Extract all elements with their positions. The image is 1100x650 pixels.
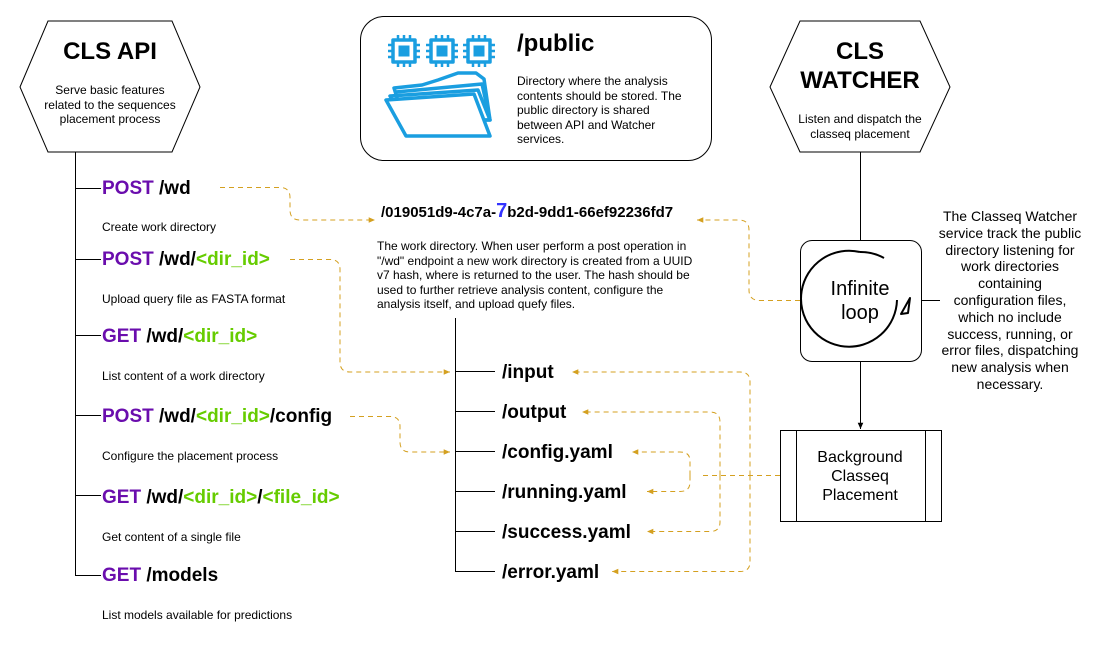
endpoint-path: /wd	[159, 178, 191, 199]
endpoint-description: Create work directory	[102, 220, 217, 234]
endpoint-path: /wd/	[159, 249, 196, 270]
watcher-title: CLS WATCHER	[790, 37, 930, 95]
background-process-box	[780, 430, 942, 522]
workdir-tree-lines	[455, 318, 495, 572]
watcher-description: Listen and dispatch the classeq placemen…	[798, 112, 922, 141]
background-process-label: Background Classeq Placement	[817, 449, 903, 504]
endpoint-path-param: <dir_id>	[195, 406, 270, 427]
endpoint-path-param: <dir_id>	[183, 487, 258, 508]
dashed-arrows	[220, 187, 800, 575]
workdir-file: /config.yaml	[502, 442, 613, 463]
watcher-title-line1: CLS	[836, 38, 884, 65]
endpoint-path: /	[257, 487, 263, 508]
endpoint-path: /wd/	[159, 406, 196, 427]
workdir-uuid: /019051d9-4c7a-7b2d-9dd1-66ef92236fd7	[381, 200, 673, 223]
api-description: Serve basic features related to the sequ…	[44, 83, 176, 126]
watcher-side-note: The Classeq Watcher service track the pu…	[938, 208, 1082, 392]
loop-arrow-icon	[800, 249, 911, 348]
endpoint-3: POST /wd/<dir_id>/config	[102, 406, 332, 428]
endpoint-0: POST /wd	[102, 178, 191, 200]
api-hexagon	[19, 20, 201, 153]
public-title: /public	[517, 30, 595, 57]
endpoint-verb: POST	[102, 406, 154, 427]
endpoint-1: POST /wd/<dir_id>	[102, 249, 270, 271]
endpoint-path-param: <dir_id>	[195, 249, 270, 270]
endpoint-description: List models available for predictions	[102, 608, 293, 622]
uuid-prefix: /019051d9-4c7a-	[381, 204, 497, 221]
endpoint-path: /models	[146, 565, 219, 586]
endpoint-path: /wd/	[146, 487, 184, 508]
loop-label: Infinite loop	[830, 278, 890, 324]
endpoint-path: /wd/	[146, 326, 184, 347]
endpoint-verb: POST	[102, 249, 154, 270]
endpoint-path-param: <dir_id>	[183, 326, 258, 347]
api-title: CLS API	[63, 38, 157, 65]
endpoint-description: Configure the placement process	[102, 449, 279, 463]
api-tree-lines	[75, 152, 101, 576]
endpoint-2: GET /wd/<dir_id>	[102, 326, 257, 348]
public-description: Directory where the analysis contents sh…	[517, 74, 682, 146]
workdir-file: /output	[502, 402, 567, 423]
endpoint-verb: GET	[102, 487, 142, 508]
endpoint-path-param: <file_id>	[262, 487, 340, 508]
workdir-file: /input	[502, 362, 554, 383]
endpoint-description: Get content of a single file	[102, 530, 241, 544]
endpoint-description: List content of a work directory	[102, 369, 265, 383]
endpoint-verb: POST	[102, 178, 154, 199]
workdir-file: /error.yaml	[502, 562, 600, 583]
workdir-file: /running.yaml	[502, 482, 627, 503]
folder-chip-icon	[384, 35, 495, 138]
workdir-description: The work directory. When user perform a …	[377, 239, 693, 311]
watcher-lines	[857, 152, 940, 429]
watcher-title-line2: WATCHER	[800, 67, 920, 94]
uuid-version: 7	[496, 200, 508, 222]
endpoint-verb: GET	[102, 565, 142, 586]
endpoint-verb: GET	[102, 326, 142, 347]
endpoint-path: /config	[269, 406, 333, 427]
workdir-file: /success.yaml	[502, 522, 631, 543]
endpoint-4: GET /wd/<dir_id>/<file_id>	[102, 487, 340, 509]
endpoint-5: GET /models	[102, 565, 218, 587]
uuid-suffix: b2d-9dd1-66ef92236fd7	[507, 204, 674, 221]
watcher-hexagon	[769, 20, 951, 153]
endpoint-description: Upload query file as FASTA format	[102, 292, 286, 306]
